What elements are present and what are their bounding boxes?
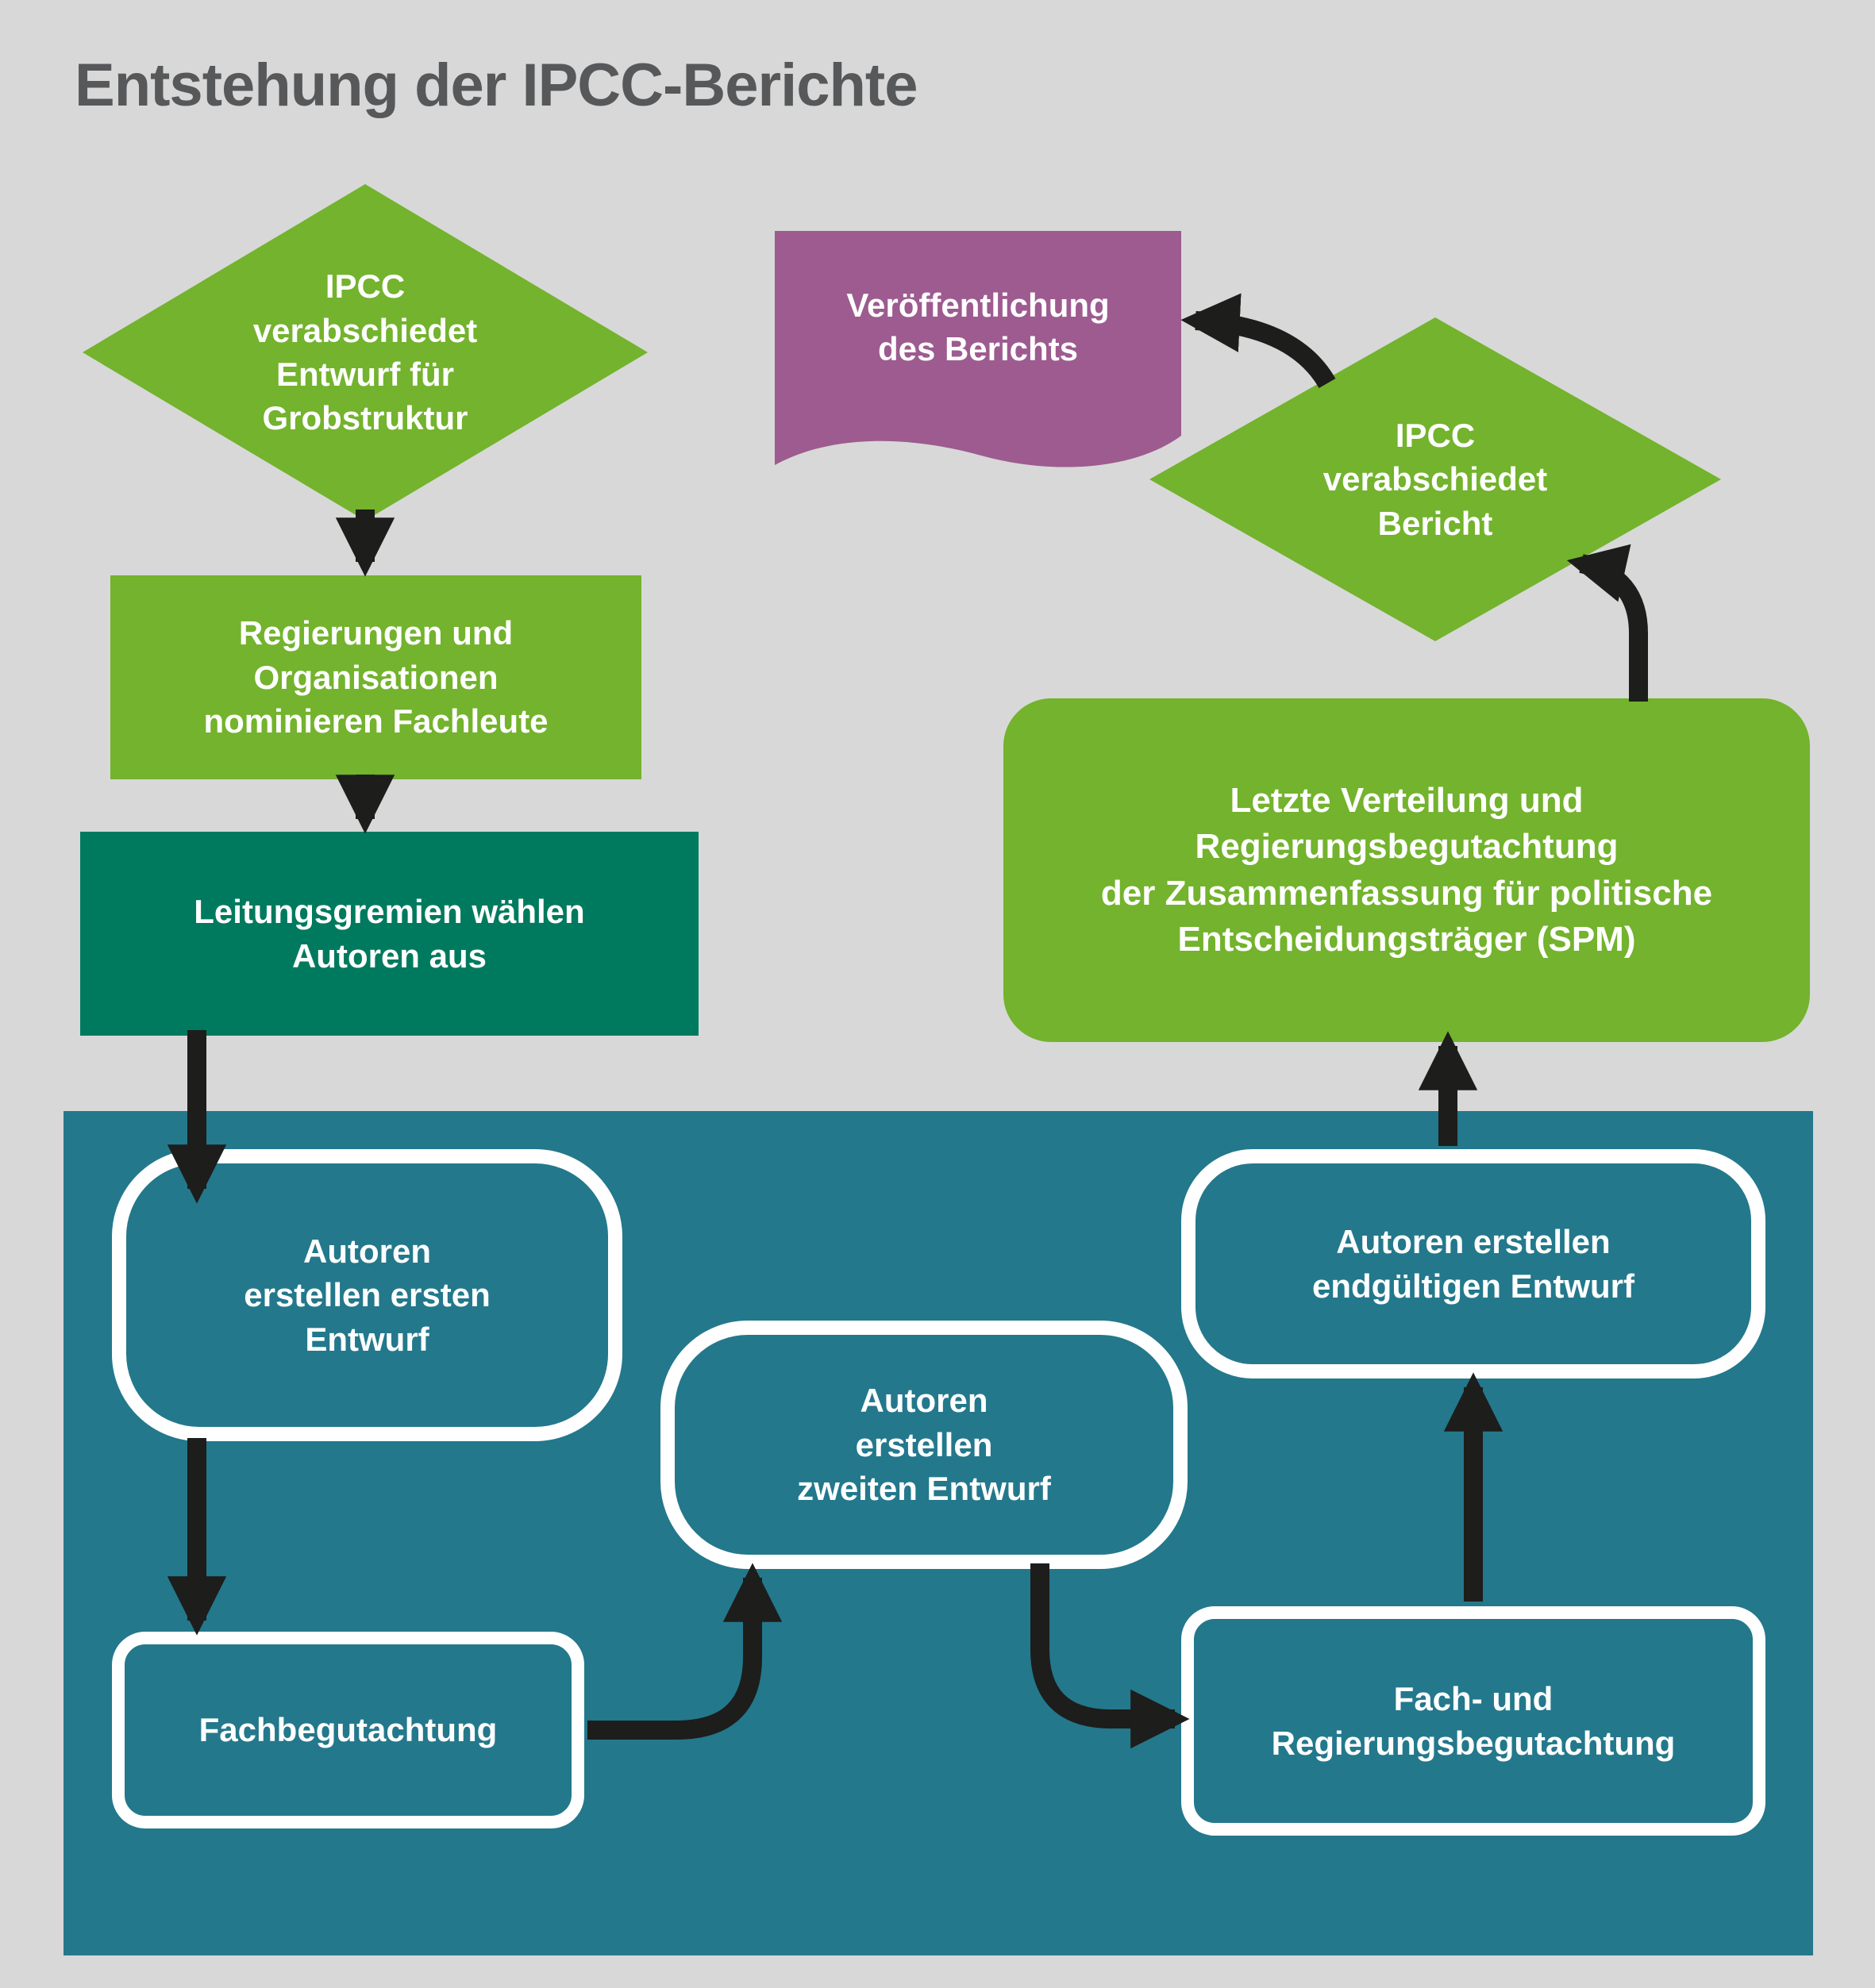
diagram-title: Entstehung der IPCC-Berichte <box>75 52 918 119</box>
node-final-draft: Autoren erstellen endgültigen Entwurf <box>1181 1149 1765 1379</box>
node-select-authors: Leitungsgremien wählen Autoren aus <box>80 832 699 1036</box>
node-expert-review: Fachbegutachtung <box>112 1632 584 1828</box>
node-spm-review: Letzte Verteilung und Regierungsbegutach… <box>1003 698 1810 1042</box>
node-nominate-experts: Regierungen und Organisationen nominiere… <box>110 575 641 779</box>
node-first-draft: Autoren erstellen ersten Entwurf <box>112 1149 622 1441</box>
node-second-draft: Autoren erstellen zweiten Entwurf <box>660 1321 1188 1569</box>
node-publication: Veröffentlichung des Berichts <box>846 286 1110 367</box>
node-expert-government-review: Fach- und Regierungsbegutachtung <box>1181 1606 1765 1836</box>
banner-wavy-shape <box>775 231 1181 467</box>
